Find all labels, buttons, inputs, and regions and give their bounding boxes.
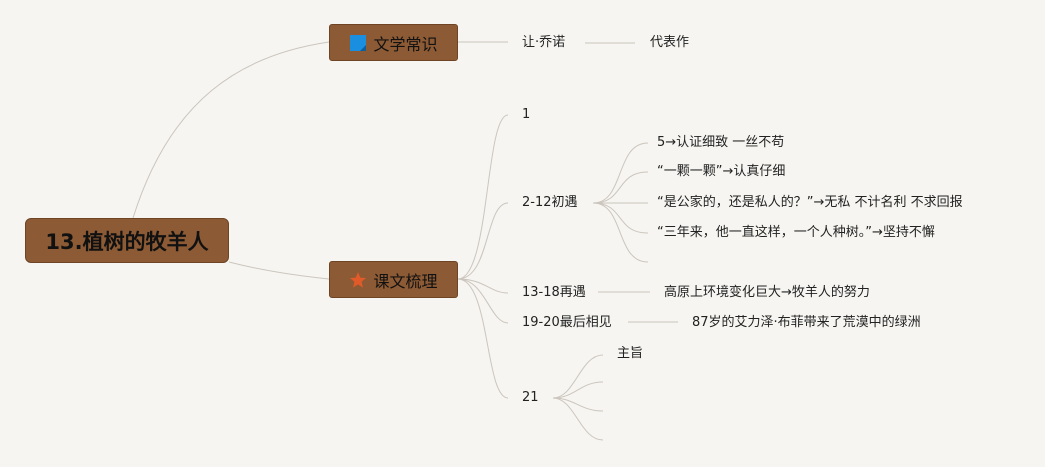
node-paragraph-19-20[interactable]: 19-20最后相见 — [522, 315, 612, 330]
node-second-meet-detail[interactable]: 高原上环境变化巨大→牧羊人的努力 — [664, 285, 870, 300]
node-representative-works[interactable]: 代表作 — [650, 35, 690, 50]
node-author[interactable]: 让·乔诺 — [522, 35, 566, 50]
blue-flag-icon — [349, 34, 367, 52]
node-paragraph-21[interactable]: 21 — [522, 390, 539, 405]
connector-outline-para2 — [457, 202, 509, 280]
node-paragraph-13-18[interactable]: 13-18再遇 — [522, 285, 586, 300]
node-first-meet-detail-3[interactable]: “是公家的，还是私人的？”→无私 不计名利 不求回报 — [657, 195, 963, 210]
orange-star-icon — [349, 271, 367, 289]
node-first-meet-detail-4[interactable]: “三年来，他一直这样，一个人种树。”→坚持不懈 — [657, 225, 935, 240]
node-first-meet-detail-1[interactable]: 5→认证细致 一丝不苟 — [657, 135, 785, 150]
connector-outline-para5 — [457, 278, 509, 399]
node-main-idea[interactable]: 主旨 — [617, 346, 644, 361]
topic-literature-knowledge-label: 文学常识 — [373, 34, 438, 54]
connector-outline-para4 — [457, 278, 509, 324]
root-topic-label: 13.植树的牧羊人 — [45, 229, 209, 254]
node-paragraph-1[interactable]: 1 — [522, 107, 531, 122]
node-paragraph-2-12[interactable]: 2-12初遇 — [522, 195, 578, 210]
topic-text-outline-label: 课文梳理 — [373, 271, 438, 291]
topic-text-outline[interactable]: 课文梳理 — [329, 261, 458, 298]
root-topic[interactable]: 13.植树的牧羊人 — [25, 218, 229, 263]
topic-literature-knowledge[interactable]: 文学常识 — [329, 24, 458, 61]
node-first-meet-detail-2[interactable]: “一颗一颗”→认真仔细 — [657, 164, 786, 179]
connector-root-literature — [132, 41, 330, 219]
connector-root-outline — [228, 261, 330, 280]
connector-outline-para1 — [457, 114, 509, 280]
node-last-meet-detail[interactable]: 87岁的艾力泽·布菲带来了荒漠中的绿洲 — [692, 315, 921, 330]
